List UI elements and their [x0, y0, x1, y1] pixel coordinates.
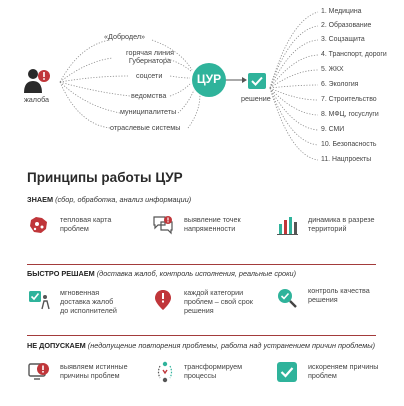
category-item: 11. Нацпроекты [321, 156, 372, 163]
cur-label: ЦУР [196, 72, 222, 86]
source-agencies: ведомства [131, 91, 167, 100]
category-item: 4. Транспорт, дороги [321, 51, 387, 58]
check-box-icon [248, 73, 266, 89]
section-heading-bold: ЗНАЕМ [27, 195, 54, 204]
prevent-item-1: выявляем истинные причины проблем [60, 362, 128, 380]
fast-item-1: мгновенная доставка жалоб до исполнителе… [60, 288, 117, 315]
diagram-connectors [59, 11, 319, 161]
category-item: 6. Экология [321, 81, 359, 88]
category-item: 2. Образование [321, 22, 372, 29]
complaint-label: жалоба [24, 95, 50, 104]
source-municipalities: муниципалитеты [120, 107, 177, 116]
section-heading-bold: НЕ ДОПУСКАЕМ [27, 341, 86, 350]
section-divider [27, 335, 376, 337]
section-heading-note: (доставка жалоб, контроль исполнения, ре… [94, 269, 297, 278]
check-badge-icon [277, 362, 297, 382]
cycle-process-icon [157, 361, 173, 383]
category-item: 5. ЖКХ [321, 66, 344, 73]
section-heading-bold: БЫСТРО РЕШАЕМ [27, 269, 95, 278]
section-heading-note: (недопущение повторения проблемы, работа… [85, 341, 375, 350]
category-item: 9. СМИ [321, 126, 345, 133]
source-socials: соцсети [136, 71, 163, 80]
section-heading-prevent: НЕ ДОПУСКАЕМ (недопущение повторения про… [27, 341, 375, 350]
magnifier-check-icon [278, 289, 297, 308]
cur-circle [192, 63, 226, 97]
source-industry-systems: отраслевые системы [110, 123, 181, 132]
know-item-2: выявление точек напряженности [184, 215, 241, 233]
category-item: 10. Безопасность [321, 141, 377, 148]
person-alert-icon [24, 69, 50, 93]
prevent-item-2: трансформируем процессы [184, 362, 243, 380]
source-hotline: горячая линия Губернатора [126, 48, 174, 66]
source-dobrodel: «Добродел» [104, 32, 146, 41]
know-item-3: динамика в разрезе территорий [308, 215, 375, 233]
category-item: 7. Строительство [321, 96, 377, 103]
bar-chart-icon [277, 217, 298, 235]
know-item-1: тепловая карта проблем [60, 215, 112, 233]
alert-marker-icon [155, 290, 171, 310]
fast-item-2: каждой категории проблем – свой срок реш… [184, 288, 253, 315]
category-item: 8. МФЦ, госуслуги [321, 111, 379, 118]
category-item: 3. Соцзащита [321, 36, 365, 43]
monitor-alert-icon [28, 363, 49, 380]
section-heading-fast: БЫСТРО РЕШАЕМ (доставка жалоб, контроль … [27, 269, 296, 278]
checked-box-courier-icon [29, 291, 50, 310]
solution-label: решение [241, 94, 271, 103]
speech-bubbles-alert-icon [153, 216, 173, 235]
flow-diagram: жалоба «Добродел» горячая линия Губернат… [0, 0, 404, 170]
fast-item-3: контроль качества решения [308, 286, 370, 304]
prevent-item-3: искореняем причины проблем [308, 362, 379, 380]
page-title: Принципы работы ЦУР [27, 170, 183, 185]
section-heading-know: ЗНАЕМ (сбор, обработка, анализ информаци… [27, 195, 191, 204]
category-item: 1. Медицина [321, 8, 362, 15]
heat-map-icon [30, 217, 47, 233]
section-heading-note: (сбор, обработка, анализ информации) [53, 195, 192, 204]
section-divider [27, 264, 376, 266]
